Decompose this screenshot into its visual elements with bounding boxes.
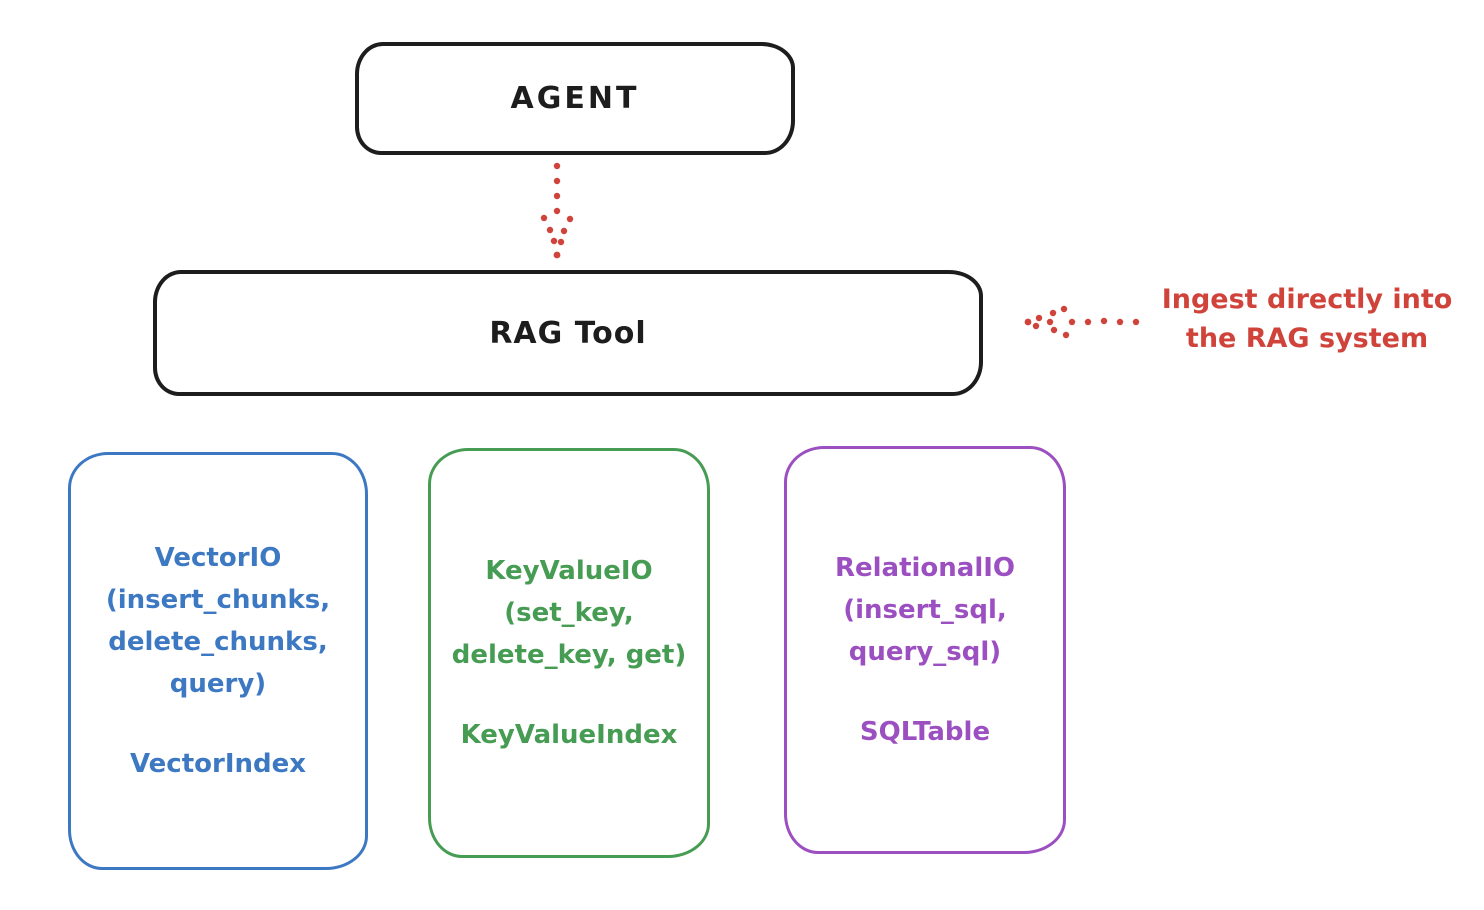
io-line: (insert_chunks,: [105, 585, 331, 615]
io-node-keyvalue: KeyValueIO (set_key, delete_key, get) Ke…: [428, 448, 710, 858]
io-node-vector: VectorIO (insert_chunks, delete_chunks, …: [68, 452, 368, 870]
io-line: (insert_sql,: [843, 595, 1007, 625]
index-label-relational: SQLTable: [859, 717, 991, 747]
io-line: VectorIO: [154, 543, 282, 573]
index-label-vector: VectorIndex: [129, 749, 307, 779]
annotation-line-1: Ingest directly into: [1161, 284, 1453, 315]
rag-tool-label: RAG Tool: [489, 315, 647, 351]
io-line: delete_key, get): [451, 640, 687, 670]
io-line: query): [169, 669, 267, 699]
io-line: KeyValueIO: [485, 556, 653, 586]
io-node-relational: RelationalIO (insert_sql, query_sql) SQL…: [784, 446, 1066, 854]
annotation-dotted-arrow-icon: [1024, 305, 1140, 339]
io-line: (set_key,: [504, 598, 634, 628]
agent-label: AGENT: [510, 81, 640, 116]
annotation-text: Ingest directly into the RAG system: [1140, 280, 1474, 358]
io-line: RelationalIO: [834, 553, 1016, 583]
annotation-line-2: the RAG system: [1185, 323, 1429, 354]
rag-tool-node: RAG Tool: [153, 270, 983, 396]
io-line: query_sql): [848, 637, 1002, 667]
agent-node: AGENT: [355, 42, 795, 155]
agent-to-rag-dotted-arrow-icon: [540, 162, 574, 259]
io-line: delete_chunks,: [108, 627, 328, 657]
index-label-keyvalue: KeyValueIndex: [460, 720, 678, 750]
